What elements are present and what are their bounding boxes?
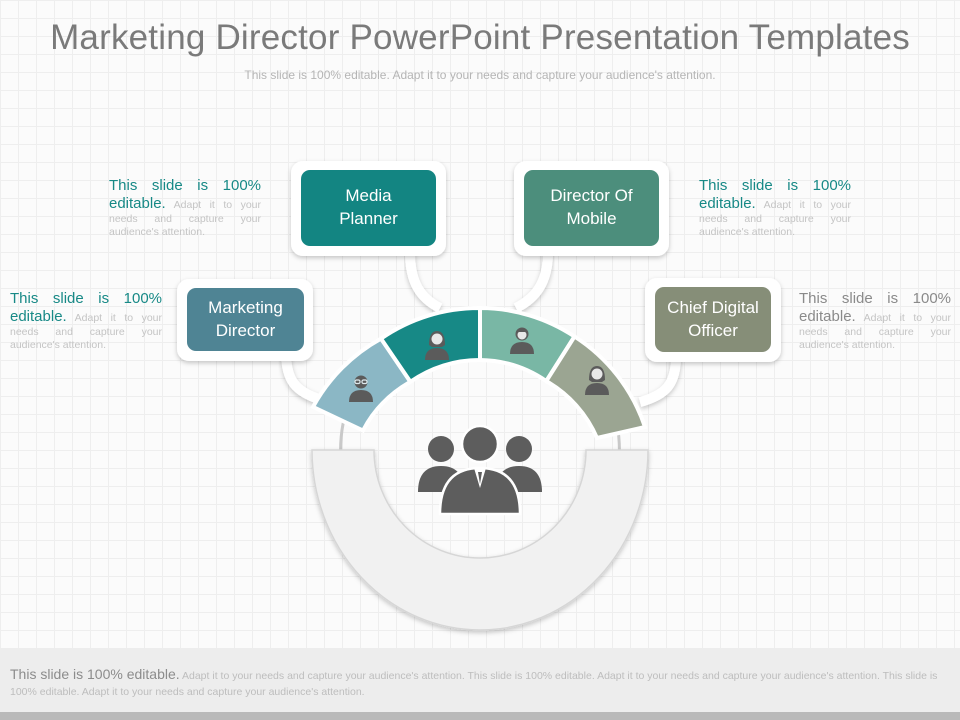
- description-body: Adapt it to your needs and capture your …: [799, 312, 951, 352]
- footer-lead: This slide is 100% editable.: [10, 666, 180, 682]
- man-with-glasses-icon: [349, 375, 373, 402]
- man-icon: [510, 327, 534, 354]
- description-top-right: This slide is 100% editable. Adapt it to…: [699, 177, 851, 239]
- woman-icon: [585, 366, 609, 395]
- role-label: Media Planner: [339, 186, 398, 228]
- role-box-media-planner: Media Planner: [301, 170, 436, 246]
- role-box-chief-digital-officer: Chief Digital Officer: [655, 287, 771, 352]
- description-body: Adapt it to your needs and capture your …: [109, 199, 261, 239]
- connector-media-planner: [405, 251, 443, 313]
- role-label: Marketing Director: [208, 297, 283, 340]
- description-body: Adapt it to your needs and capture your …: [10, 312, 162, 352]
- description-lead: This slide is 100% editable.: [10, 290, 162, 325]
- slide-subtitle: This slide is 100% editable. Adapt it to…: [244, 68, 716, 82]
- role-box-director-of-mobile: Director Of Mobile: [524, 170, 659, 246]
- group-of-people-icon: [418, 424, 542, 516]
- role-label: Chief Digital Officer: [667, 297, 759, 340]
- footer-text-box: This slide is 100% editable. Adapt it to…: [0, 648, 960, 714]
- base-ring: [311, 449, 649, 631]
- woman-icon: [425, 331, 449, 360]
- role-box-marketing-director: Marketing Director: [187, 288, 304, 351]
- description-lead: This slide is 100% editable.: [799, 290, 951, 325]
- description-mid-right: This slide is 100% editable. Adapt it to…: [799, 290, 951, 352]
- role-label: Director Of Mobile: [550, 186, 633, 228]
- description-top-left: This slide is 100% editable. Adapt it to…: [109, 177, 261, 239]
- description-mid-left: This slide is 100% editable. Adapt it to…: [10, 290, 162, 352]
- description-body: Adapt it to your needs and capture your …: [699, 199, 851, 239]
- slide-title: Marketing Director PowerPoint Presentati…: [50, 18, 910, 57]
- connector-chief-digital-officer: [638, 355, 681, 407]
- connector-director-of-mobile: [513, 251, 553, 313]
- description-lead: This slide is 100% editable.: [699, 177, 851, 212]
- bottom-bar: [0, 712, 960, 720]
- description-lead: This slide is 100% editable.: [109, 177, 261, 212]
- footer-body: Adapt it to your needs and capture your …: [10, 670, 938, 698]
